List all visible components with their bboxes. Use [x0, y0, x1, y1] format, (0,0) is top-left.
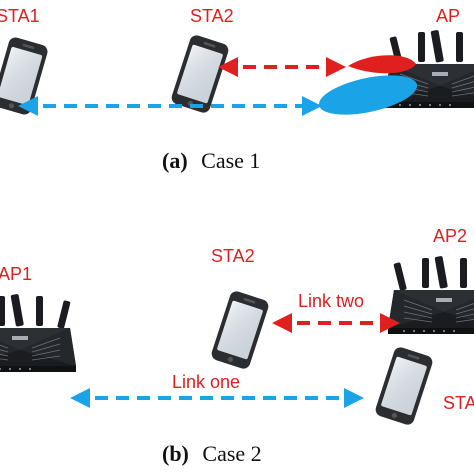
sta-phone-icon: [373, 345, 435, 427]
blue-beam-lobe: [318, 75, 418, 115]
red-beam-lobe: [348, 55, 416, 74]
ap2-label: AP2: [433, 226, 467, 246]
ap1-router-icon: [0, 293, 77, 373]
ap2-router-icon: [387, 255, 474, 335]
case1-caption-text: Case 1: [201, 148, 260, 173]
sta2-phone-icon: [169, 33, 231, 115]
ap1-label: AP1: [0, 264, 32, 284]
case2-caption-tag: (b): [162, 441, 189, 466]
sta2-phone-icon: [209, 289, 271, 371]
case1-caption: (a) Case 1: [162, 148, 260, 173]
case1-caption-tag: (a): [162, 148, 188, 173]
sta-label: STA: [443, 393, 474, 413]
sta1-label: STA1: [0, 6, 40, 26]
ap-label: AP: [436, 6, 460, 26]
case2-caption: (b) Case 2: [162, 441, 262, 466]
sta2-label: STA2: [211, 246, 255, 266]
link-two-label: Link two: [298, 291, 364, 311]
case2-panel: AP1 STA2 AP2 STA Link two Link one (b) C…: [0, 226, 474, 466]
sta2-label: STA2: [190, 6, 234, 26]
link-one-label: Link one: [172, 372, 240, 392]
case2-caption-text: Case 2: [202, 441, 261, 466]
case1-panel: STA1 STA2 AP (a) Case 1: [0, 6, 474, 173]
